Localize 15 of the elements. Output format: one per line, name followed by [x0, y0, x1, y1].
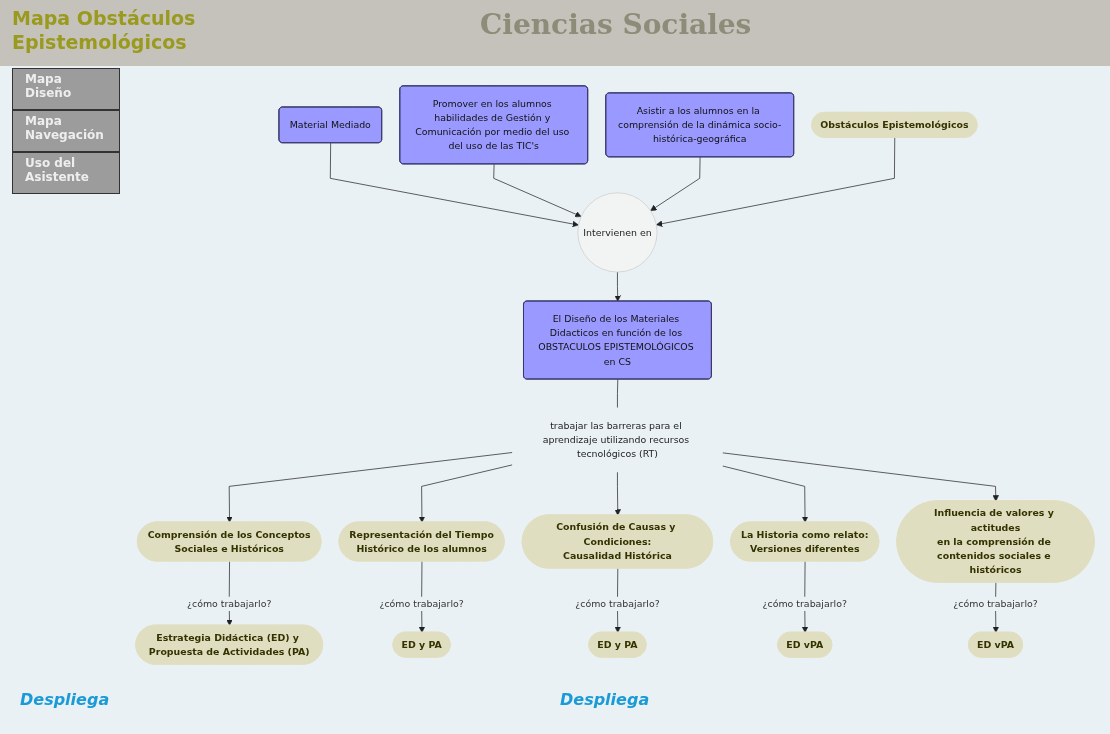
edge-label: ¿cómo trabajarlo? [575, 598, 660, 609]
title: Ciencias Sociales [480, 8, 752, 41]
edge-label: ¿cómo trabajarlo? [762, 598, 847, 609]
connector [617, 379, 619, 409]
edge-label: ¿cómo trabajarlo? [953, 598, 1038, 609]
node-text: trabajar las barreras para el aprendizaje utilizando recursos tecnológicos (RT) [542, 420, 690, 460]
map-title: Mapa Obstáculos Epistemológicos [12, 6, 197, 54]
menu-button: Uso del Asistente [12, 152, 120, 194]
menu-button: Mapa Navegación [12, 110, 120, 152]
note-text: Despliega [560, 690, 650, 709]
node-circle: Intervienen en [577, 192, 658, 273]
menu-button: Mapa Diseño [12, 68, 120, 110]
edge-label: ¿cómo trabajarlo? [186, 598, 272, 609]
note-text: Despliega [20, 690, 110, 709]
edge-label: ¿cómo trabajarlo? [379, 598, 464, 609]
